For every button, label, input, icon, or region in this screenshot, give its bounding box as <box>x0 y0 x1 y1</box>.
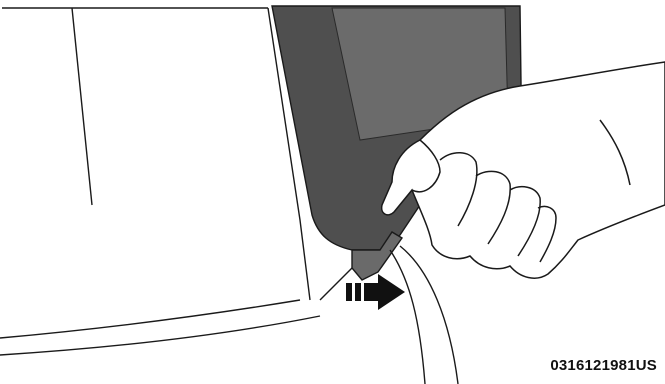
door-edge <box>320 246 458 384</box>
figure-caption-code: 0316121981US <box>550 357 657 374</box>
arrow-right-icon <box>346 274 405 310</box>
seat-outline <box>0 8 320 355</box>
